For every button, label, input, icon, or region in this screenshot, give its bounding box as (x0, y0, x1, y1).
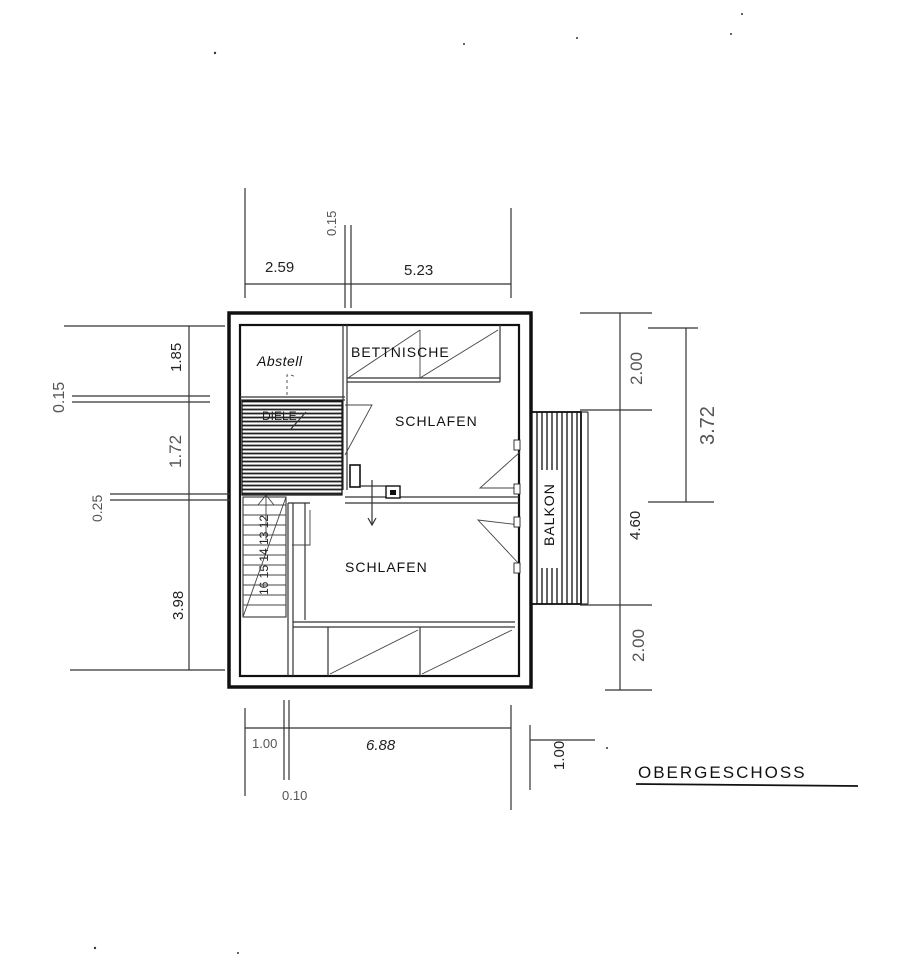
dim-top-015: 0.15 (324, 211, 339, 236)
left-dimension-lines (64, 325, 230, 671)
dim-right-200-bottom: 2.00 (629, 629, 648, 662)
dim-left-185: 1.85 (168, 343, 185, 372)
dim-left-172: 1.72 (166, 435, 185, 468)
drawing-title: OBERGESCHOSS (638, 763, 807, 782)
chimney-fixture (349, 464, 401, 527)
dim-left-015: 0.15 (51, 382, 68, 413)
scan-speckles (93, 13, 743, 954)
dim-bottom-688: 6.88 (366, 737, 396, 754)
dim-bottom-100-right: 1.00 (551, 741, 568, 770)
stair-step-numbers: 16 15 14 13 12 (257, 515, 271, 595)
dim-bottom-100-left: 1.00 (252, 736, 277, 751)
stair-landing-label: DIELE (262, 409, 297, 423)
dim-top-259: 2.59 (265, 259, 294, 276)
abstell-door (286, 374, 297, 395)
door-swings (292, 404, 521, 574)
room-label-balkon: BALKON (541, 483, 557, 546)
interior-walls (240, 325, 519, 676)
staircase: 16 15 14 13 12 DIELE (241, 400, 343, 618)
title-underline (635, 783, 859, 787)
room-label-schlafen-upper: SCHLAFEN (395, 413, 478, 429)
room-label-schlafen-lower: SCHLAFEN (345, 559, 428, 575)
dim-left-025: 0.25 (89, 495, 105, 522)
dim-right-372: 3.72 (697, 406, 719, 445)
dim-top-523: 5.23 (404, 262, 433, 279)
dim-right-460: 4.60 (627, 511, 644, 540)
dim-bottom-010: 0.10 (282, 788, 307, 803)
balcony (530, 411, 589, 605)
right-dimension-lines (580, 312, 714, 691)
dim-left-398: 3.98 (170, 591, 187, 620)
room-label-bettnische: BETTNISCHE (351, 344, 450, 360)
room-label-abstell: Abstell (256, 353, 303, 369)
dim-right-200-top: 2.00 (627, 352, 646, 385)
bottom-dimension-lines (244, 700, 595, 810)
wardrobe-doors (329, 329, 513, 675)
top-dimension-lines (244, 188, 512, 308)
